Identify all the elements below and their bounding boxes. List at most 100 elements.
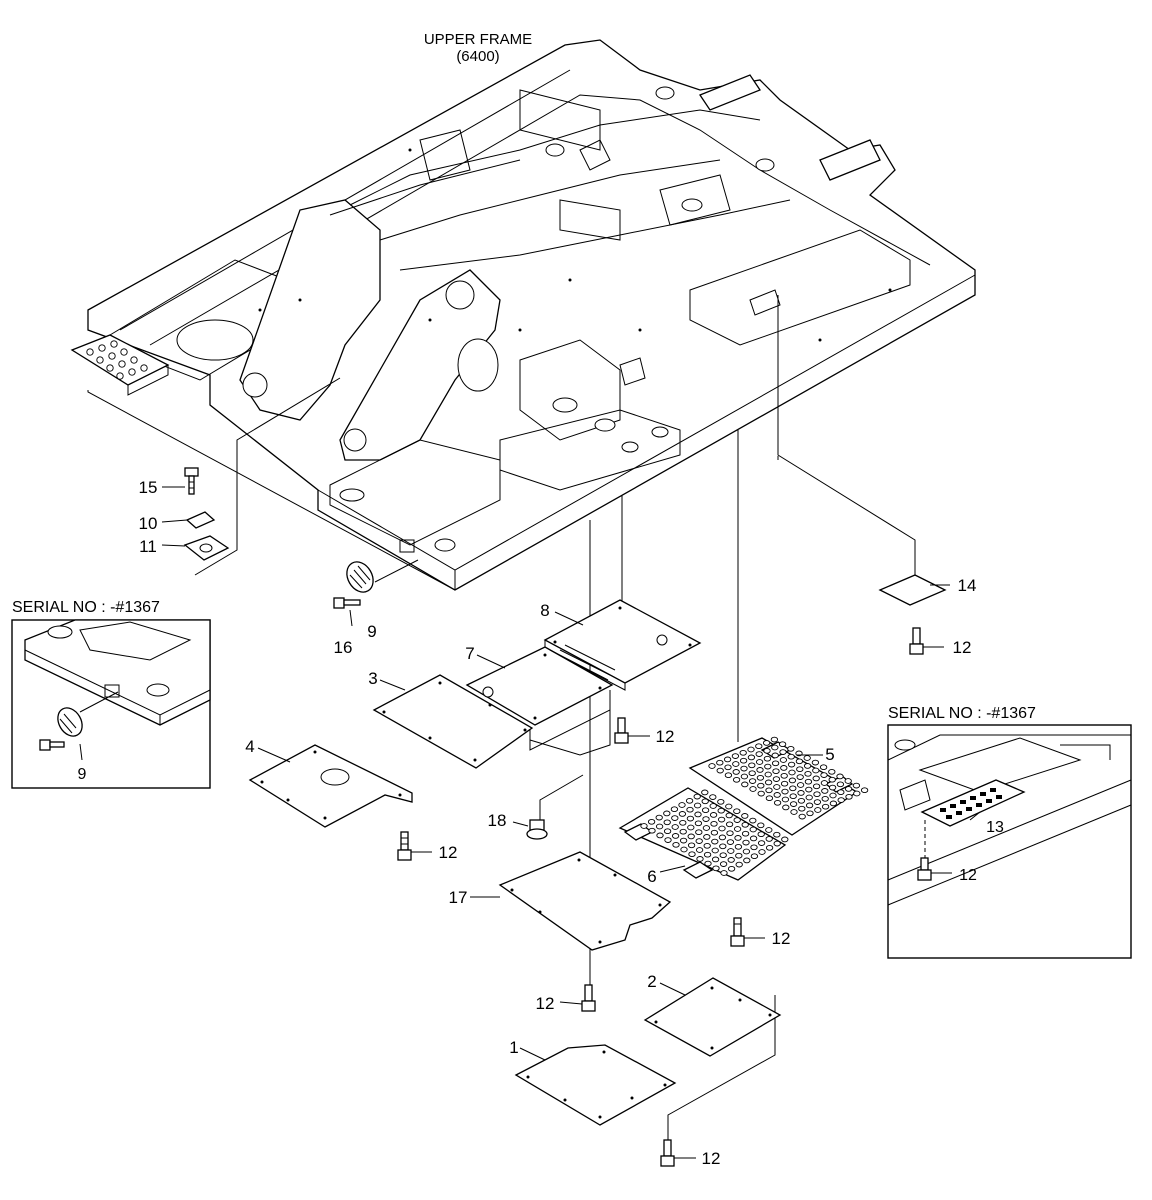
perforation-hole xyxy=(779,749,787,755)
perforation-hole xyxy=(773,799,782,806)
perforation-hole xyxy=(655,823,664,830)
perforation-hole xyxy=(679,828,687,835)
perforation-hole xyxy=(701,807,710,814)
perforation-hole xyxy=(703,851,712,858)
perforation-hole xyxy=(764,779,773,786)
perforation-hole xyxy=(804,778,813,785)
bolt-12-under-7 xyxy=(614,717,629,744)
perforation-hole xyxy=(845,793,853,800)
perforation-hole xyxy=(687,842,696,849)
perforation-hole xyxy=(778,741,787,748)
perforation-hole xyxy=(733,826,742,832)
perforation-hole xyxy=(814,807,822,813)
perforation-hole xyxy=(750,844,758,851)
upper-frame-title-line2: (6400) xyxy=(456,48,499,65)
perforation-hole xyxy=(680,846,688,853)
perforation-hole xyxy=(742,848,751,855)
callout-12-c: 12 xyxy=(953,638,972,657)
perforation-hole xyxy=(812,783,821,790)
callout-12-f: 12 xyxy=(702,1149,721,1168)
part-13-grille xyxy=(920,779,1026,827)
perforation-hole xyxy=(718,825,726,832)
perforation-hole xyxy=(647,818,656,825)
perforation-hole xyxy=(695,847,704,853)
perforation-hole xyxy=(740,773,749,780)
perforation-hole xyxy=(780,765,788,771)
perforation-hole xyxy=(828,776,836,783)
perforation-hole xyxy=(796,774,804,780)
perforation-hole xyxy=(797,797,806,804)
perforation-hole xyxy=(727,865,736,872)
perforation-hole xyxy=(773,784,781,790)
perforation-hole xyxy=(725,812,733,819)
perforation-hole xyxy=(805,802,814,809)
perforation-hole xyxy=(804,770,812,777)
perforation-hole xyxy=(739,749,747,756)
perforation-hole xyxy=(763,747,771,754)
callout-8: 8 xyxy=(540,601,549,620)
bolt-12-under-14 xyxy=(909,627,924,655)
perforation-hole xyxy=(732,769,740,775)
perforation-hole xyxy=(765,836,773,842)
upper-frame xyxy=(70,39,976,591)
perforation-hole xyxy=(755,743,763,750)
perforation-hole xyxy=(710,820,718,827)
part-17-plate xyxy=(498,851,672,951)
perforation-hole xyxy=(788,777,797,784)
perforation-hole xyxy=(787,761,796,768)
perforation-hole xyxy=(693,793,701,800)
perforation-hole xyxy=(687,824,695,831)
perforation-hole xyxy=(709,812,718,818)
perforation-hole xyxy=(741,821,749,828)
perforation-hole xyxy=(812,775,820,782)
perforation-hole xyxy=(765,844,774,851)
perforation-hole xyxy=(782,804,790,811)
perforation-hole xyxy=(719,852,727,859)
perforation-hole xyxy=(758,849,766,855)
perforation-hole xyxy=(741,813,749,819)
perforation-hole xyxy=(741,830,750,837)
callout-6: 6 xyxy=(647,867,656,886)
perforation-hole xyxy=(796,782,805,788)
perforation-hole xyxy=(765,827,773,833)
perforation-hole xyxy=(748,770,756,777)
perforation-hole xyxy=(829,800,838,807)
perforation-hole xyxy=(757,790,765,797)
perforation-hole xyxy=(788,769,796,776)
perforation-hole xyxy=(779,757,788,763)
perforation-hole xyxy=(773,792,781,798)
perforation-hole xyxy=(796,766,804,773)
perforation-hole xyxy=(806,810,814,817)
perforation-hole xyxy=(719,861,728,867)
perforation-hole xyxy=(671,824,679,830)
part-5-perforated-plate xyxy=(688,736,869,836)
perforation-hole xyxy=(670,806,679,813)
perforation-hole xyxy=(711,847,719,854)
perforation-hole xyxy=(813,791,821,798)
callout-4: 4 xyxy=(245,737,254,756)
part-15-bolt xyxy=(184,467,199,495)
perforation-hole xyxy=(712,865,720,872)
perforation-hole xyxy=(821,803,830,810)
perforation-hole xyxy=(710,829,719,836)
perforation-hole xyxy=(772,768,780,775)
perforation-hole xyxy=(695,838,703,844)
perforation-hole xyxy=(726,830,734,837)
perforation-hole xyxy=(693,802,702,809)
perforation-hole xyxy=(742,839,750,846)
perforation-hole xyxy=(708,763,716,769)
perforation-hole xyxy=(671,815,679,821)
perforation-hole xyxy=(748,778,757,784)
perforation-hole xyxy=(696,856,704,862)
perforation-hole xyxy=(844,778,852,784)
perforation-hole xyxy=(757,840,766,846)
perforation-hole xyxy=(771,752,779,759)
leader-lines xyxy=(87,295,916,1140)
perforation-hole xyxy=(821,788,829,794)
perforation-hole xyxy=(781,796,790,803)
part-18-fastener xyxy=(526,819,548,840)
perforation-hole xyxy=(711,856,720,863)
perforation-hole xyxy=(678,802,686,808)
bolt-12-under-4 xyxy=(397,831,412,861)
bolt-12-bottom xyxy=(660,1139,675,1167)
